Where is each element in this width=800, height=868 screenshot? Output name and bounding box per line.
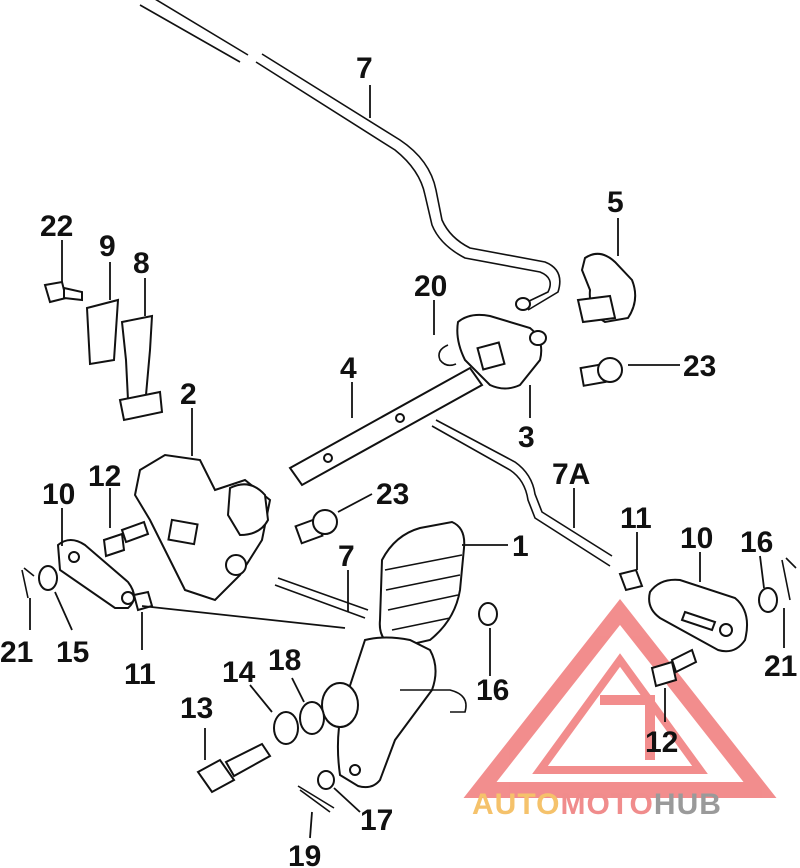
part-11-nut-left [132, 590, 154, 612]
callout-6: 7 [356, 52, 373, 85]
part-1-pedal [321, 520, 467, 789]
part-22-screw [43, 280, 83, 304]
callout-17: 17 [360, 804, 393, 837]
part-13-bolt [196, 742, 272, 794]
part-6-rod [139, 0, 561, 311]
callout-12-right: 12 [645, 726, 678, 759]
part-4-shaft [288, 366, 484, 487]
part-16-washer [478, 602, 498, 626]
callout-7: 7 [338, 540, 355, 573]
callout-23-upper: 23 [683, 350, 716, 383]
watermark-moto: MOTO [560, 788, 653, 821]
callout-21-left: 21 [0, 636, 33, 669]
callout-1: 1 [512, 530, 529, 563]
callout-2: 2 [180, 378, 197, 411]
callout-10-right: 10 [680, 522, 713, 555]
part-3-lever [456, 313, 547, 390]
callout-4: 4 [340, 352, 357, 385]
part-19-pin [297, 785, 335, 813]
callout-14: 14 [222, 656, 256, 689]
part-15-washer-right [758, 587, 778, 613]
watermark-auto: AUTO [472, 788, 560, 821]
part-12-screw-right [650, 648, 698, 688]
part-8-bracket [118, 314, 164, 422]
part-5-bracket [576, 252, 637, 324]
callout-15-left: 15 [56, 636, 89, 669]
callout-16: 16 [476, 674, 509, 707]
leader-lines [29, 85, 785, 839]
watermark-triangle [463, 599, 777, 798]
part-10-lever-left [56, 539, 135, 609]
part-20-clip [438, 344, 457, 367]
part-10-lever-right [648, 578, 748, 653]
callout-21-right: 21 [764, 650, 797, 683]
part-21-clip-left [21, 567, 35, 599]
part-23-bolt-upper [579, 357, 623, 387]
callouts: 7 5 22 9 8 20 4 23 2 3 12 7A 10 23 11 10… [0, 52, 797, 868]
part-18-bushing [299, 701, 325, 735]
watermark-brand: AUTOMOTOHUB [472, 788, 722, 821]
callout-9: 9 [99, 230, 116, 263]
part-23-bolt-lower [294, 509, 338, 545]
callout-19: 19 [288, 840, 321, 868]
part-2-lever-assembly [133, 453, 272, 602]
callout-23-lower: 23 [376, 478, 409, 511]
callout-11-right: 11 [620, 502, 652, 535]
part-11-nut-right [618, 568, 644, 592]
part-17-washer [317, 770, 335, 790]
part-14-washer [273, 711, 299, 745]
callout-12-left: 12 [88, 460, 121, 493]
part-21-clip-right [781, 557, 797, 601]
callout-3: 3 [518, 421, 535, 454]
callout-11-left: 11 [124, 658, 156, 691]
callout-8: 8 [133, 247, 150, 280]
callout-10-left: 10 [42, 478, 75, 511]
callout-5: 5 [607, 186, 624, 219]
svg-text:AUTOMOTOHUB: AUTOMOTOHUB [472, 788, 722, 821]
callout-15-right: 16 [740, 526, 773, 559]
part-15-washer-left [38, 565, 58, 591]
part-12-screw-left [102, 520, 150, 558]
part-7a-rod [431, 419, 613, 567]
callout-22: 22 [40, 210, 73, 243]
watermark-logo [463, 599, 777, 798]
callout-18: 18 [268, 644, 301, 677]
part-7-rod [274, 577, 369, 619]
callout-13: 13 [180, 692, 213, 725]
part-9-plate [85, 298, 120, 366]
watermark-hub: HUB [654, 788, 722, 821]
callout-20: 20 [414, 270, 447, 303]
callout-7a: 7A [552, 458, 590, 491]
